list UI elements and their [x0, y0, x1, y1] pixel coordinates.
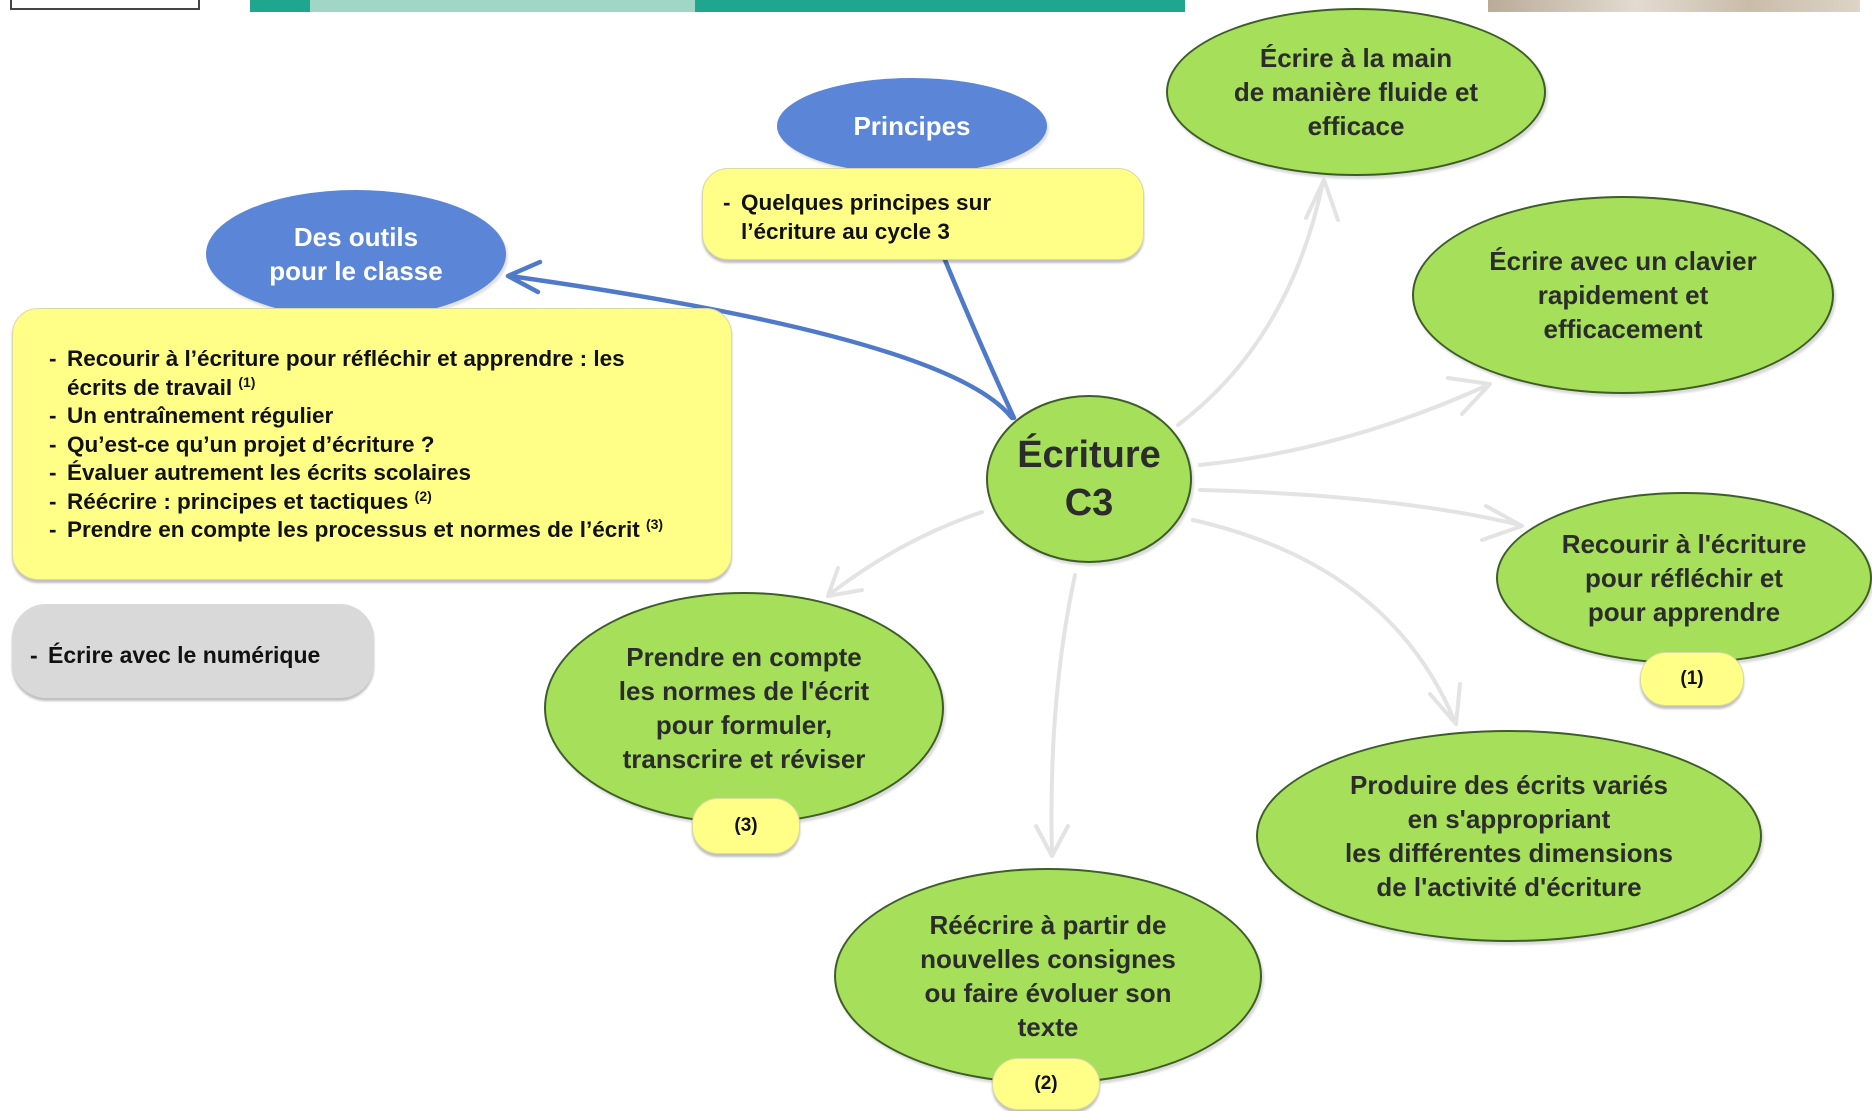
branch-text-line: de l'activité d'écriture — [1376, 872, 1642, 902]
footnote-pill-label: (1) — [1680, 668, 1704, 689]
arrow-to-varied — [1191, 518, 1457, 724]
tools-node[interactable]: Des outils pour le classe — [206, 190, 506, 318]
branch-text-line: texte — [1017, 1012, 1079, 1042]
arrowhead-norms — [826, 566, 864, 598]
footnote-pill-3[interactable]: (3) — [692, 798, 800, 854]
tools-item[interactable]: Qu’est-ce qu’un projet d’écriture ? — [27, 431, 715, 460]
branch-text-line: Prendre en compte — [626, 642, 862, 672]
arrowhead-rewrite — [1034, 824, 1070, 858]
arrow-to-keyboard — [1198, 383, 1490, 467]
tools-item-text: Prendre en compte les processus et norme… — [67, 517, 640, 542]
branch-text-line: transcrire et réviser — [622, 744, 866, 774]
branch-text-line: les différentes dimensions — [1345, 838, 1673, 868]
footnote-pill-2[interactable]: (2) — [992, 1058, 1100, 1110]
tools-list: Recourir à l’écriture pour réfléchir et … — [27, 345, 715, 545]
tools-item-text: Évaluer autrement les écrits scolaires — [67, 460, 471, 485]
arrowhead-varied — [1428, 682, 1462, 726]
tools-item[interactable]: Évaluer autrement les écrits scolaires — [27, 459, 715, 488]
principles-node[interactable]: Principes — [777, 78, 1047, 174]
branch-text-line: les normes de l'écrit — [618, 676, 870, 706]
branch-text-line: de manière fluide et — [1233, 77, 1479, 107]
connector-center-to-principles — [937, 245, 1017, 421]
branch-text-line: Écrire avec un clavier — [1489, 246, 1757, 276]
tools-item-text: Un entraînement régulier — [67, 403, 334, 428]
footnote-pill-label: (3) — [734, 815, 758, 836]
tools-item[interactable]: Réécrire : principes et tactiques (2) — [27, 488, 715, 517]
arrowhead-tools — [505, 259, 543, 295]
arrowhead-reflect — [1480, 504, 1524, 542]
arrow-to-reflect — [1198, 488, 1522, 527]
digital-note-item[interactable]: Écrire avec le numérique — [8, 642, 374, 669]
tools-item[interactable]: Recourir à l’écriture pour réfléchir et … — [27, 345, 687, 402]
footnote-marker: (3) — [645, 516, 664, 532]
branch-text-line: Réécrire à partir de — [929, 910, 1167, 940]
branch-varied[interactable]: Produire des écrits variés en s'appropri… — [1256, 730, 1762, 942]
footnote-pill-1[interactable]: (1) — [1640, 652, 1744, 706]
branch-text-line: nouvelles consignes — [920, 944, 1176, 974]
top-left-frame-fragment — [10, 0, 200, 10]
tools-item-text: Recourir à l’écriture pour réfléchir et … — [67, 346, 625, 400]
branch-text-line: pour formuler, — [655, 710, 833, 740]
center-title-line1: Écriture — [1017, 434, 1161, 476]
footnote-pill-label: (2) — [1034, 1073, 1058, 1094]
branch-text-line: Produire des écrits variés — [1350, 770, 1668, 800]
footnote-marker: (1) — [238, 373, 256, 390]
branch-text-line: ou faire évoluer son — [924, 978, 1172, 1008]
arrow-center-to-tools — [507, 273, 1015, 421]
branch-text-line: efficacement — [1543, 314, 1703, 344]
branch-text-line: pour apprendre — [1587, 597, 1781, 627]
center-node[interactable]: Écriture C3 — [986, 395, 1192, 563]
top-banner-bar-highlight — [310, 0, 695, 12]
tools-item[interactable]: Prendre en compte les processus et norme… — [27, 516, 715, 545]
arrow-to-norms — [828, 510, 984, 596]
arrowhead-keyboard — [1446, 376, 1492, 416]
branch-text-line: pour réfléchir et — [1585, 563, 1783, 593]
tools-item[interactable]: Un entraînement régulier — [27, 402, 715, 431]
tools-title-line2: pour le classe — [269, 256, 443, 286]
branch-text-line: rapidement et — [1537, 280, 1709, 310]
branch-reflect[interactable]: Recourir à l'écriture pour réfléchir et … — [1496, 492, 1872, 664]
branch-rewrite[interactable]: Réécrire à partir de nouvelles consignes… — [834, 868, 1262, 1084]
principles-note-item[interactable]: Quelques principes sur l’écriture au cyc… — [701, 189, 1051, 246]
top-right-photo-fragment — [1488, 0, 1860, 12]
branch-keyboard[interactable]: Écrire avec un clavier rapidement et eff… — [1412, 196, 1834, 394]
tools-item-text: Qu’est-ce qu’un projet d’écriture ? — [67, 431, 435, 457]
footnote-marker: (2) — [414, 487, 432, 504]
digital-note: Écrire avec le numérique — [12, 604, 374, 698]
principles-title: Principes — [853, 111, 971, 141]
tools-note: Recourir à l’écriture pour réfléchir et … — [12, 308, 732, 580]
branch-norms[interactable]: Prendre en compte les normes de l'écrit … — [544, 592, 944, 824]
arrow-to-handwriting — [1176, 180, 1325, 427]
branch-text-line: en s'appropriant — [1407, 804, 1611, 834]
branch-text-line: Recourir à l'écriture — [1561, 529, 1807, 559]
arrowhead-handwriting — [1304, 178, 1340, 222]
center-title-line2: C3 — [1064, 482, 1114, 524]
arrow-to-rewrite — [1049, 573, 1077, 857]
branch-text-line: efficace — [1307, 111, 1405, 141]
tools-item-text: Réécrire : principes et tactiques — [67, 488, 409, 514]
tools-title-line1: Des outils — [293, 222, 419, 252]
branch-handwriting[interactable]: Écrire à la main de manière fluide et ef… — [1166, 8, 1546, 176]
branch-text-line: Écrire à la main — [1259, 43, 1453, 73]
principles-note: Quelques principes sur l’écriture au cyc… — [702, 168, 1144, 260]
